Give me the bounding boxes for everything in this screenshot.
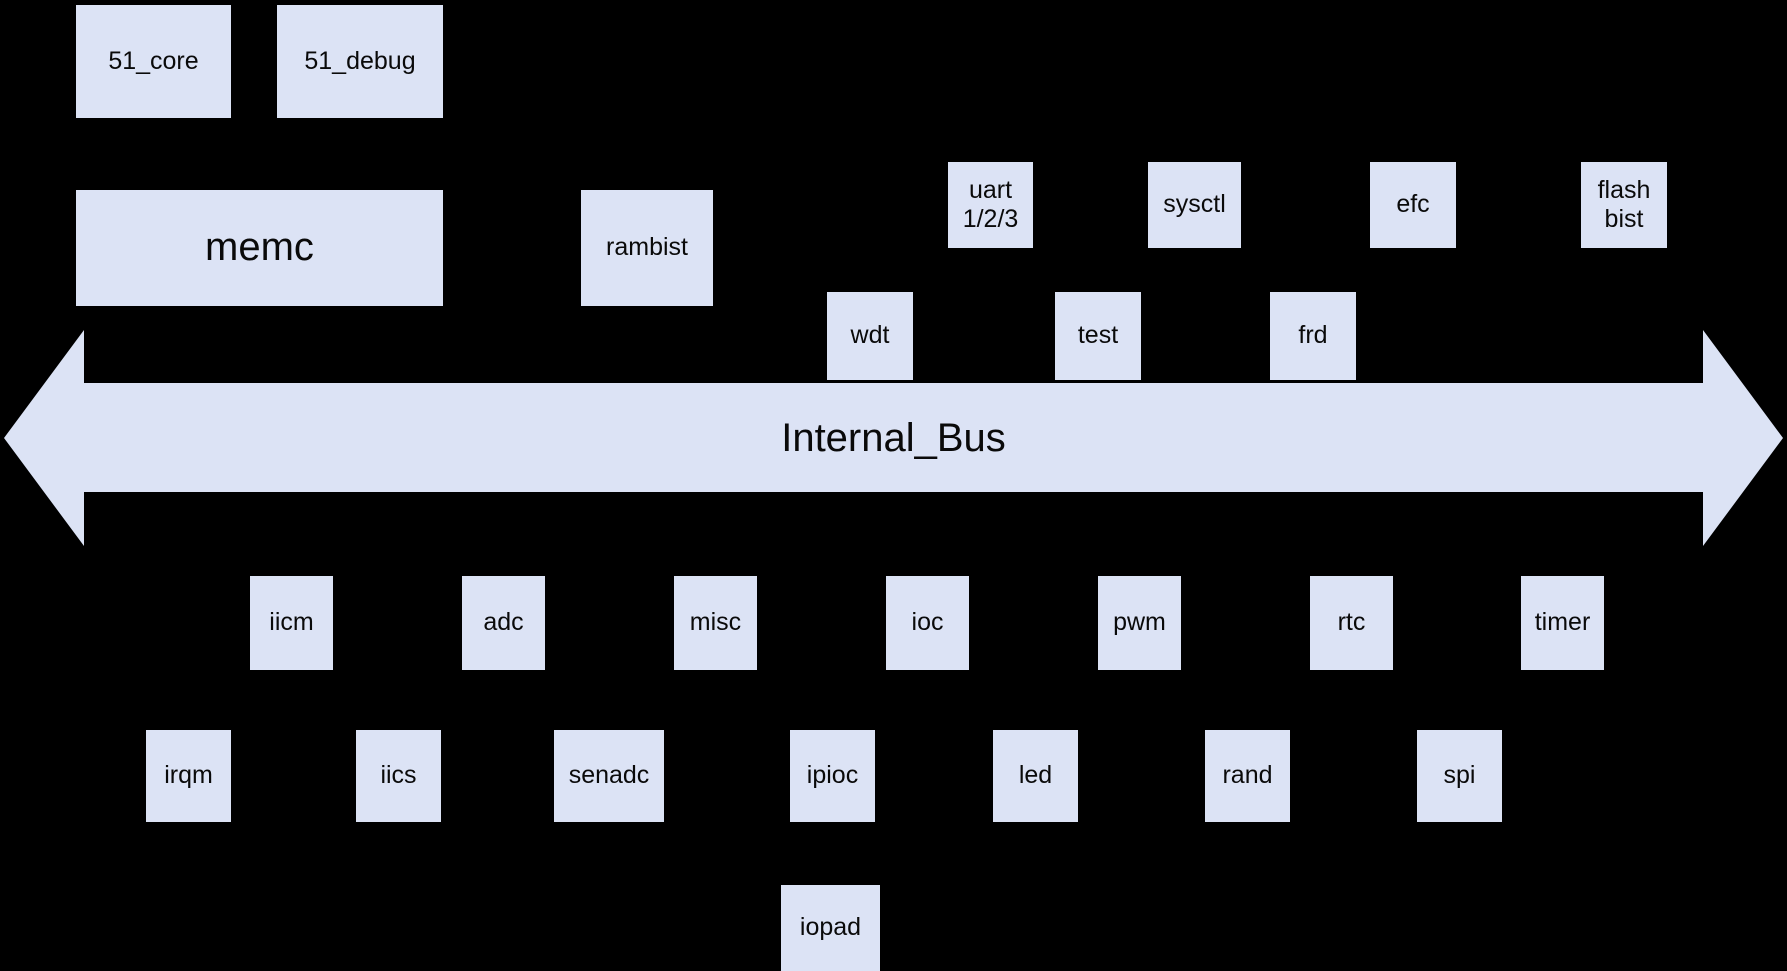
- block-uart123[interactable]: uart 1/2/3: [948, 162, 1033, 248]
- block-senadc[interactable]: senadc: [554, 730, 664, 822]
- block-iopad[interactable]: iopad: [781, 885, 880, 971]
- block-iicm[interactable]: iicm: [250, 576, 333, 670]
- block-misc[interactable]: misc: [674, 576, 757, 670]
- block-rand[interactable]: rand: [1205, 730, 1290, 822]
- block-pwm[interactable]: pwm: [1098, 576, 1181, 670]
- block-51_core[interactable]: 51_core: [76, 5, 231, 118]
- block-irqm[interactable]: irqm: [146, 730, 231, 822]
- block-ioc[interactable]: ioc: [886, 576, 969, 670]
- bus-arrow-shape: [4, 330, 1783, 546]
- block-flash_bist[interactable]: flash bist: [1581, 162, 1667, 248]
- block-memc[interactable]: memc: [76, 190, 443, 306]
- block-timer[interactable]: timer: [1521, 576, 1604, 670]
- block-test[interactable]: test: [1055, 292, 1141, 380]
- block-adc[interactable]: adc: [462, 576, 545, 670]
- block-efc[interactable]: efc: [1370, 162, 1456, 248]
- block-rtc[interactable]: rtc: [1310, 576, 1393, 670]
- internal-bus-arrow: [0, 330, 1787, 546]
- block-wdt[interactable]: wdt: [827, 292, 913, 380]
- block-sysctl[interactable]: sysctl: [1148, 162, 1241, 248]
- block-rambist[interactable]: rambist: [581, 190, 713, 306]
- block-ipioc[interactable]: ipioc: [790, 730, 875, 822]
- block-led[interactable]: led: [993, 730, 1078, 822]
- block-iics[interactable]: iics: [356, 730, 441, 822]
- block-frd[interactable]: frd: [1270, 292, 1356, 380]
- block-spi[interactable]: spi: [1417, 730, 1502, 822]
- block-51_debug[interactable]: 51_debug: [277, 5, 443, 118]
